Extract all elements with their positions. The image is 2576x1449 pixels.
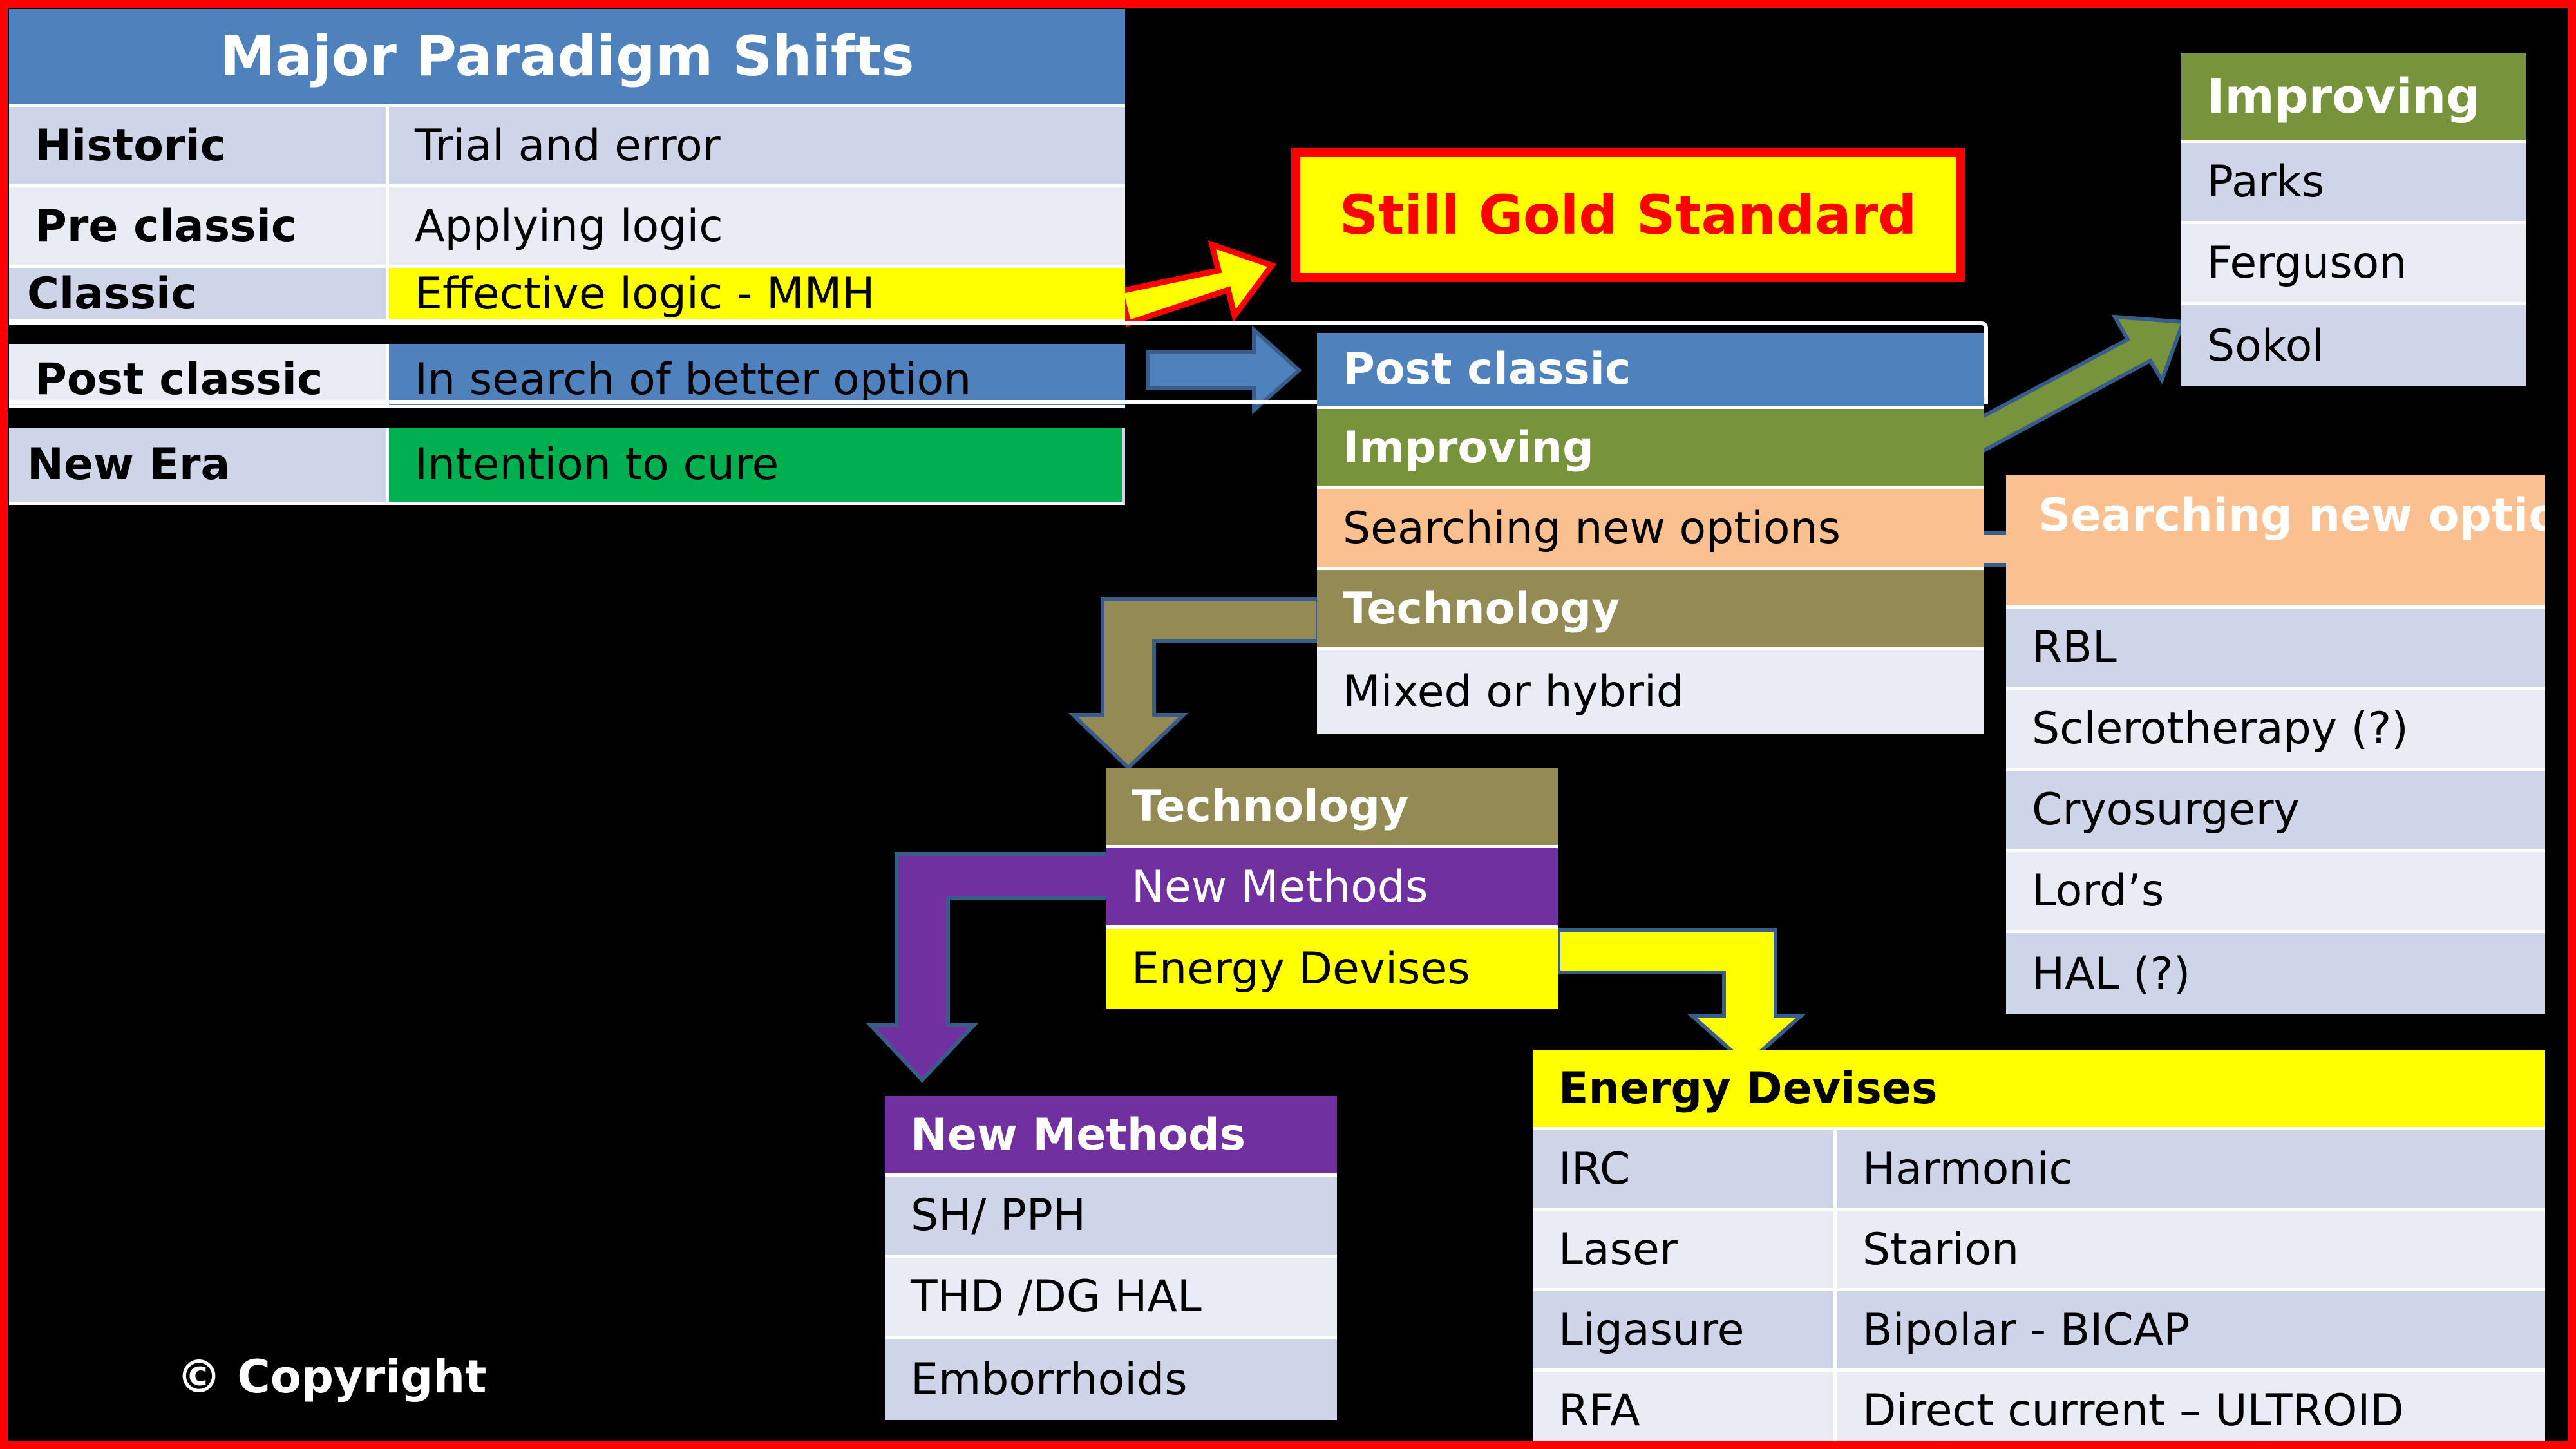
paradigm-era-historic: Historic — [9, 107, 386, 187]
technology-table: Technology New Methods Energy Devises — [1106, 768, 1558, 1009]
arrow-to-post-classic — [1146, 325, 1302, 415]
paradigm-table: Major Paradigm Shifts Historic Trial and… — [9, 9, 1125, 505]
highlight-outline — [9, 321, 1988, 404]
arrow-to-energy-devises — [1557, 928, 1806, 1067]
paradigm-desc-historic: Trial and error — [386, 107, 1125, 187]
paradigm-era-pre-classic: Pre classic — [9, 187, 386, 268]
energy-right-harmonic: Harmonic — [1833, 1130, 2545, 1211]
paradigm-desc-post-classic: In search of better option — [386, 344, 1125, 408]
new-methods-item-sh-pph: SH/ PPH — [885, 1177, 1337, 1258]
arrow-to-technology — [1068, 597, 1320, 771]
improving-title: Improving — [2181, 53, 2526, 143]
copyright-label: © Copyright — [176, 1350, 487, 1403]
new-methods-item-thd: THD /DG HAL — [885, 1258, 1337, 1339]
searching-item-rbl: RBL — [2006, 609, 2545, 690]
searching-title: Searching new options — [2006, 475, 2545, 609]
arrow-to-gold-standard — [1117, 240, 1277, 327]
post-classic-technology: Technology — [1317, 570, 1984, 650]
paradigm-title: Major Paradigm Shifts — [9, 9, 1125, 107]
paradigm-era-new-era: New Era — [9, 428, 386, 505]
new-methods-item-emborrhoids: Emborrhoids — [885, 1339, 1337, 1420]
arrows-layer — [866, 240, 2186, 1083]
new-methods-table: New Methods SH/ PPH THD /DG HAL Emborrho… — [885, 1096, 1337, 1420]
post-classic-mixed: Mixed or hybrid — [1317, 650, 1984, 734]
post-classic-table: Post classic Improving Searching new opt… — [1317, 333, 1984, 734]
energy-devises-title: Energy Devises — [1533, 1050, 2545, 1130]
new-methods-title: New Methods — [885, 1096, 1337, 1177]
technology-header: Technology — [1106, 768, 1558, 848]
improving-item-sokol: Sokol — [2181, 305, 2526, 386]
improving-item-parks: Parks — [2181, 143, 2526, 224]
searching-item-sclerotherapy: Sclerotherapy (?) — [2006, 690, 2545, 771]
energy-right-starion: Starion — [1833, 1211, 2545, 1291]
improving-item-ferguson: Ferguson — [2181, 224, 2526, 305]
energy-left-ligasure: Ligasure — [1533, 1291, 1833, 1372]
energy-left-laser: Laser — [1533, 1211, 1833, 1291]
energy-right-bipolar: Bipolar - BICAP — [1833, 1291, 2545, 1372]
gold-standard-box: Still Gold Standard — [1291, 148, 1965, 282]
searching-item-cryosurgery: Cryosurgery — [2006, 771, 2545, 852]
paradigm-desc-pre-classic: Applying logic — [386, 187, 1125, 268]
searching-item-lords: Lord’s — [2006, 852, 2545, 933]
paradigm-era-post-classic: Post classic — [9, 344, 386, 408]
searching-table: Searching new options RBL Sclerotherapy … — [2006, 475, 2545, 1014]
technology-new-methods: New Methods — [1106, 848, 1558, 929]
energy-left-rfa: RFA — [1533, 1372, 1833, 1441]
energy-right-direct-current: Direct current – ULTROID — [1833, 1372, 2545, 1441]
paradigm-era-classic: Classic — [9, 268, 386, 323]
energy-left-irc: IRC — [1533, 1130, 1833, 1211]
post-classic-searching: Searching new options — [1317, 489, 1984, 570]
post-classic-improving: Improving — [1317, 409, 1984, 489]
technology-energy-devises: Energy Devises — [1106, 929, 1558, 1009]
improving-table: Improving Parks Ferguson Sokol — [2181, 53, 2526, 386]
arrow-to-new-methods — [866, 852, 1112, 1083]
post-classic-header: Post classic — [1317, 333, 1984, 409]
paradigm-desc-classic: Effective logic - MMH — [386, 268, 1125, 323]
paradigm-desc-new-era: Intention to cure — [386, 428, 1125, 505]
energy-devises-table: Energy Devises IRC Harmonic Laser Stario… — [1533, 1050, 2545, 1441]
searching-item-hal: HAL (?) — [2006, 933, 2545, 1014]
